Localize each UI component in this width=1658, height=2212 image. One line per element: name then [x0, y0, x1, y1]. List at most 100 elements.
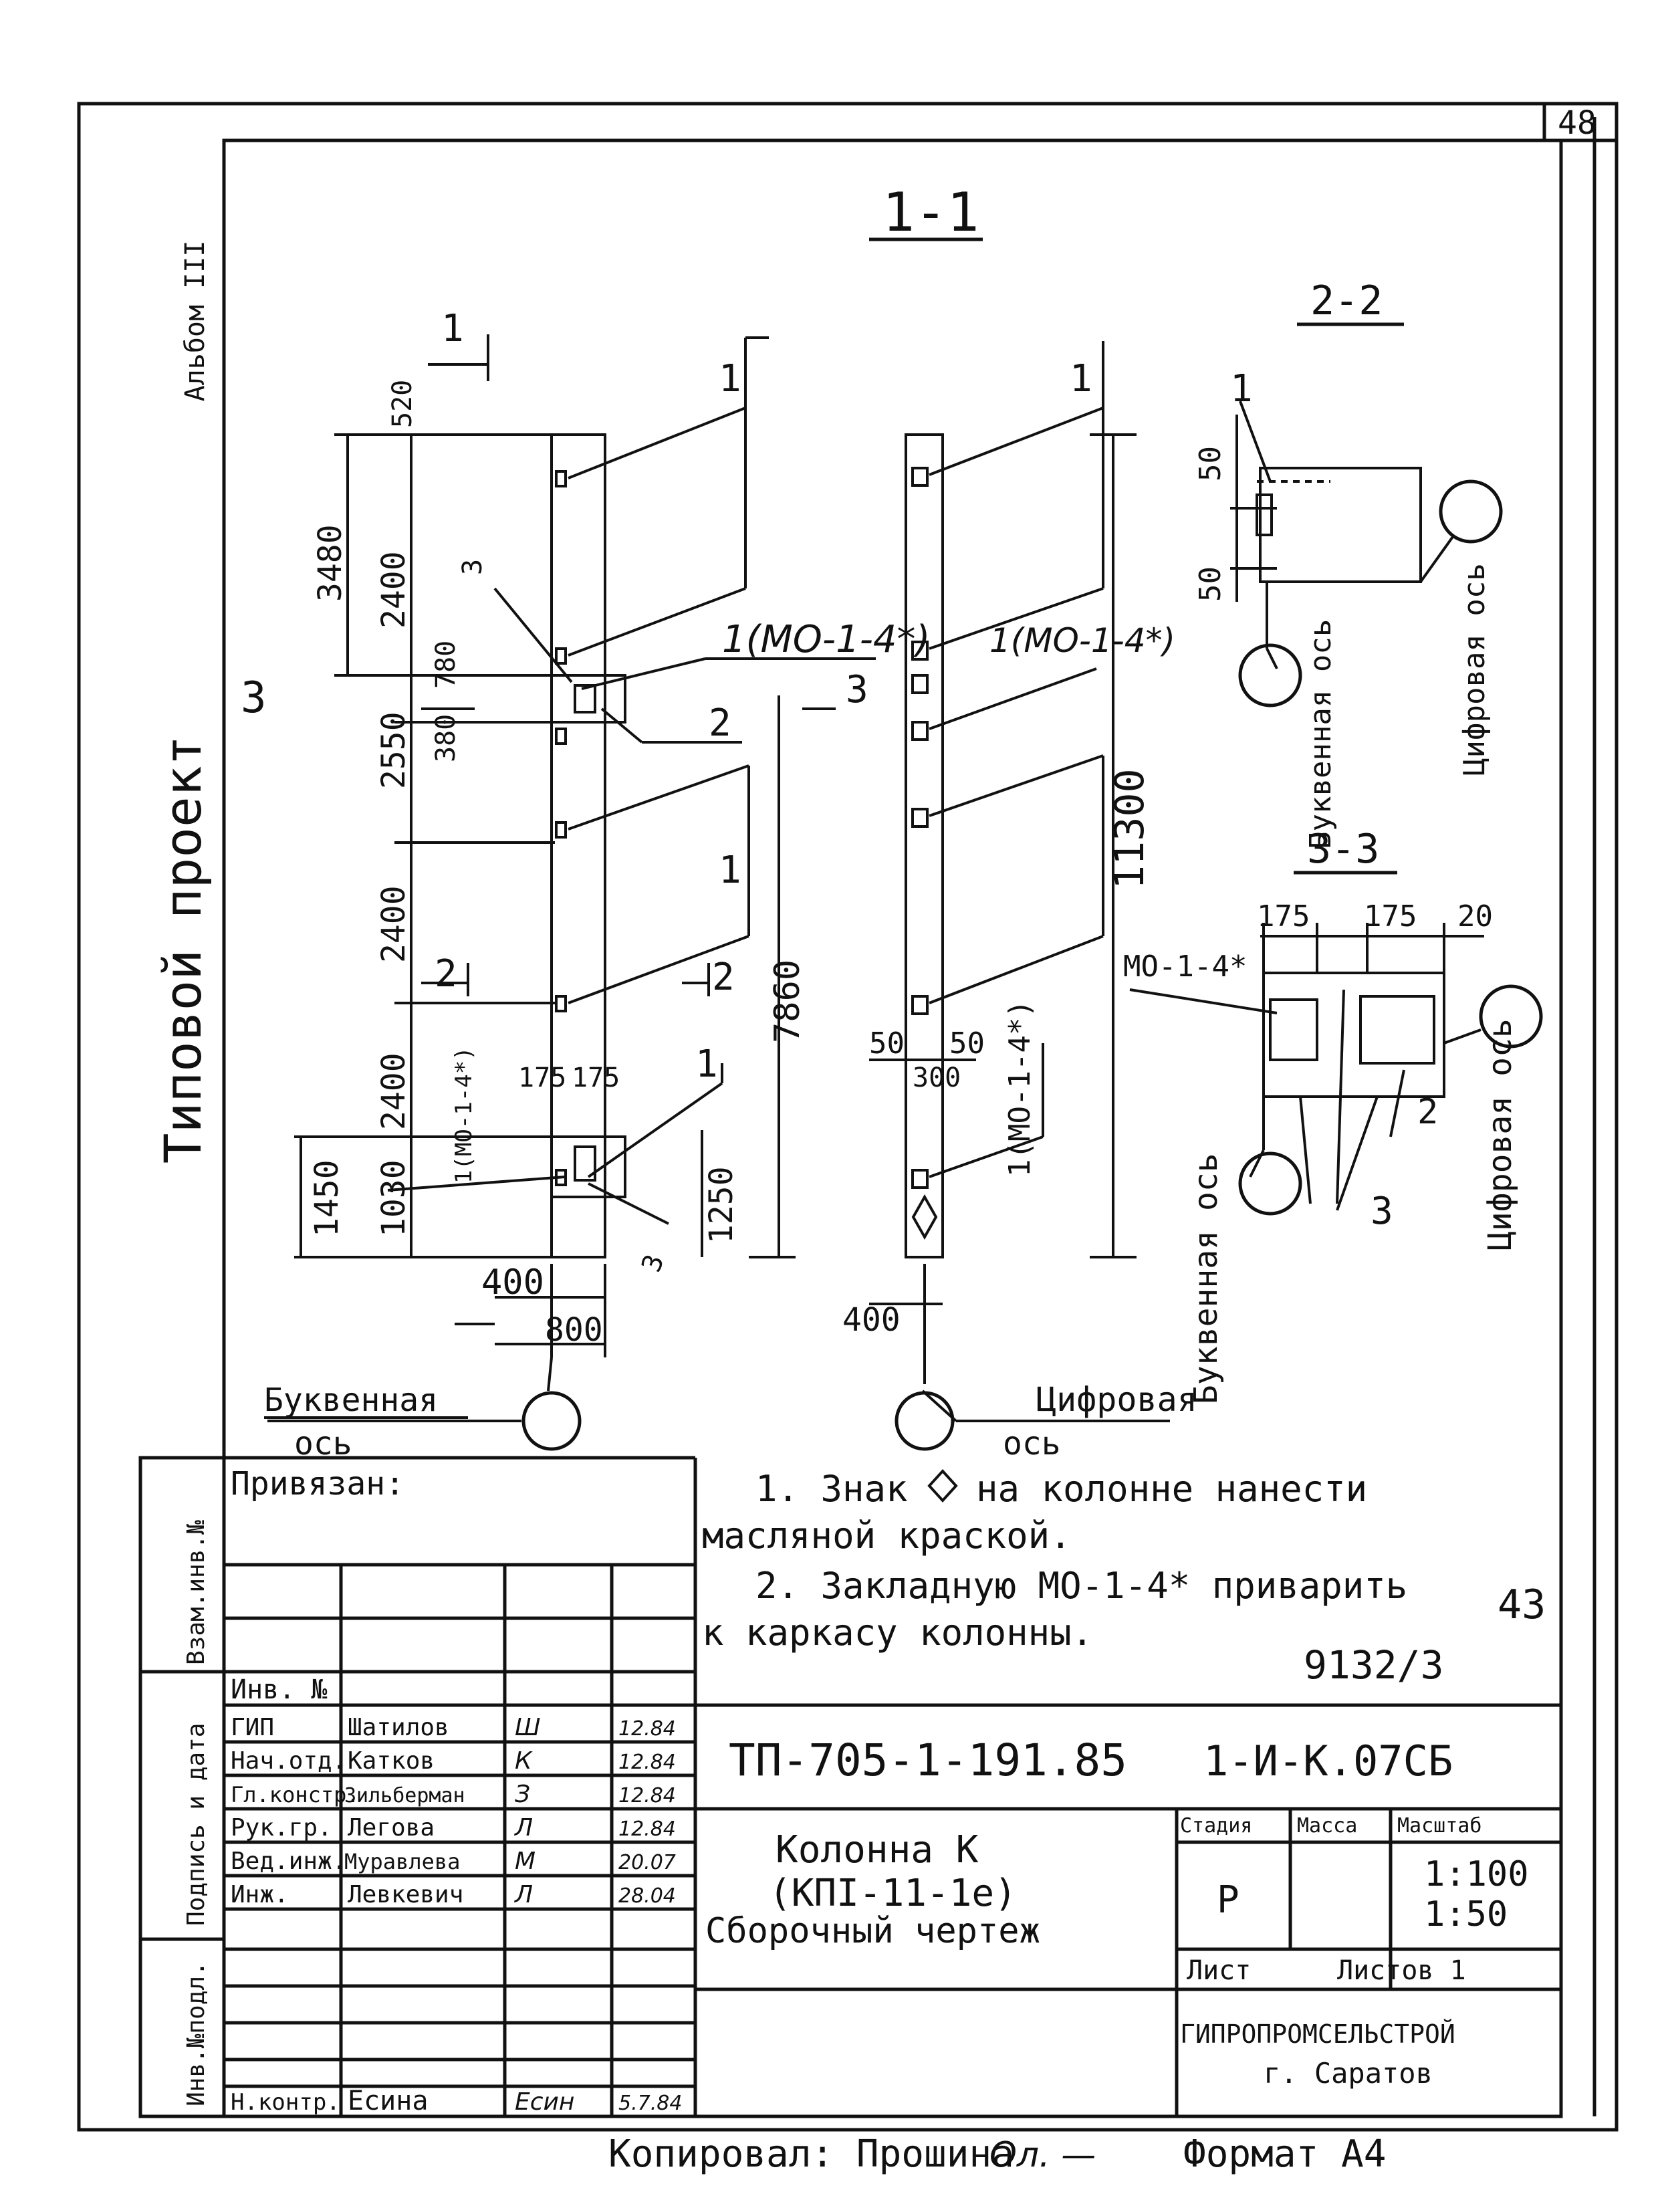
section-3-3-title: 3-3 — [1307, 826, 1379, 873]
side-col-1: Инв.№подл. — [183, 1961, 210, 2106]
name-2: Зильберман — [344, 1784, 465, 1807]
sign-0: Ш — [515, 1714, 541, 1741]
position-2-label: 2 — [709, 701, 731, 745]
note-1-end: на колонне нанести — [976, 1468, 1367, 1510]
side-col-3: Взам.инв.№ — [183, 1520, 210, 1665]
position-3-bottom: 3 — [636, 1250, 670, 1276]
sign-4: М — [515, 1848, 536, 1875]
position-1-middle: 1 — [719, 849, 741, 892]
scale-value-1: 1:100 — [1424, 1854, 1529, 1894]
section-3-3-letter-bubble — [1238, 1151, 1302, 1216]
cut-mark-2-right: 2 — [712, 956, 735, 999]
side-stamp: Альбом III — [180, 241, 211, 402]
dim-780: 780 — [431, 641, 461, 689]
section-3-3-digit-axis: Цифровая ось — [1482, 1018, 1519, 1250]
side-dim-50-b: 50 — [949, 1026, 985, 1061]
letter-axis-bubble-main — [521, 1391, 582, 1451]
section-3-3-letter-axis: Буквенная ось — [1187, 1153, 1225, 1404]
mass-header: Масса — [1297, 1814, 1357, 1838]
copied-sign: Ол. — — [989, 2135, 1096, 2175]
section-3-3-dim-175-a: 175 — [1257, 899, 1310, 933]
side-col-2: Подпись и дата — [183, 1723, 210, 1926]
scale-header: Масштаб — [1397, 1814, 1482, 1838]
note-2-start: 2. Закладную МО-1-4* приварить — [755, 1565, 1407, 1607]
section-2-2-letter-bubble — [1238, 643, 1302, 707]
element-name-1: Колонна К — [776, 1828, 979, 1872]
role-1: Нач.отд. — [231, 1747, 346, 1775]
dim-1030: 1030 — [375, 1159, 412, 1237]
dim-2550: 2550 — [375, 711, 412, 789]
section-2-2-letter-axis: Буквенная ось — [1304, 619, 1338, 849]
scale-value-2: 1:50 — [1424, 1894, 1508, 1934]
dim-1250: 1250 — [703, 1166, 740, 1244]
dim-11300: 11300 — [1106, 768, 1153, 889]
section-2-2-body — [1259, 467, 1422, 583]
digit-axis-label-main: Цифровая — [1036, 1380, 1197, 1419]
date-1: 12.84 — [618, 1751, 676, 1774]
section-3-3-dim-20: 20 — [1457, 899, 1493, 933]
section-2-2-dim-50-top: 50 — [1193, 446, 1227, 481]
side-dim-400: 400 — [842, 1301, 901, 1339]
cut-mark-2-left: 2 — [435, 952, 457, 996]
date-4: 20.07 — [618, 1851, 676, 1874]
section-3-3-dim-175-b: 175 — [1364, 899, 1417, 933]
sheet-label: Лист — [1187, 1955, 1251, 1986]
section-3-3-mark-2: 2 — [1417, 1092, 1438, 1132]
cut-mark-1: 1 — [441, 307, 464, 350]
column-body — [550, 433, 606, 1258]
date-3: 12.84 — [618, 1817, 676, 1841]
cut-mark-3-left: 3 — [241, 673, 267, 723]
section-3-3-mo-label: МО-1-4* — [1123, 950, 1247, 984]
sign-5: Л — [513, 1881, 533, 1908]
outer-frame — [77, 102, 1619, 2132]
sheets-label: Листов 1 — [1337, 1955, 1466, 1986]
position-1-bottom: 1 — [695, 1042, 718, 1086]
mo-label-low: 1(МО-1-4*) — [451, 1046, 477, 1184]
sheet-number: 48 — [1558, 104, 1596, 142]
role-0: ГИП — [231, 1714, 274, 1741]
date-5: 28.04 — [618, 1884, 676, 1908]
section-3-3-mark-3: 3 — [1371, 1190, 1393, 1233]
dim-1450: 1450 — [308, 1159, 346, 1237]
name-0: Шатилов — [348, 1714, 449, 1741]
section-2-2-dim-50-side: 50 — [1193, 566, 1227, 602]
role-3: Рук.гр. — [231, 1814, 332, 1842]
signatures-table: ГИП Шатилов Ш 12.84 Нач.отд. Катков К 12… — [231, 1714, 682, 2116]
sheet-number-box — [1542, 104, 1617, 142]
side-position-1: 1 — [1070, 357, 1092, 401]
drawing-code: 1-И-К.07СБ — [1203, 1737, 1453, 1785]
column-bracket — [550, 1135, 626, 1198]
section-3-3-drawing — [1129, 923, 1484, 1211]
dim-2400-a: 2400 — [375, 551, 412, 629]
inner-frame — [222, 138, 1563, 2118]
name-3: Легова — [348, 1814, 435, 1842]
order-number: 9132/3 — [1304, 1642, 1444, 1688]
role-4: Вед.инж. — [231, 1848, 346, 1875]
digit-axis-label-main-2: ось — [1003, 1425, 1061, 1462]
column-head — [550, 674, 626, 724]
linked-label: Привязан: — [231, 1465, 404, 1503]
project-code: ТП-705-1-191.85 — [729, 1735, 1127, 1786]
name-5: Левкевич — [348, 1881, 463, 1908]
dim-380: 380 — [431, 714, 461, 762]
section-2-2-drawing — [1230, 401, 1455, 669]
inventory-number-label: Инв. № — [231, 1674, 328, 1705]
dim-3480: 3480 — [312, 524, 349, 602]
cut-mark-3-right: 3 — [846, 668, 868, 711]
section-2-2-digit-axis: Цифровая ось — [1457, 563, 1492, 776]
sheet-format: Формат А4 — [1183, 2132, 1386, 2176]
section-2-2-digit-bubble — [1439, 479, 1503, 544]
norm-control-sign: Есин — [515, 2088, 574, 2116]
copied-by: Копировал: Прошина — [608, 2132, 1014, 2176]
title-block-grid — [138, 1456, 1561, 2118]
dim-2400-b: 2400 — [375, 885, 412, 963]
dim-2400-c: 2400 — [375, 1053, 412, 1130]
note-2-cont: к каркасу колонны. — [702, 1612, 1093, 1654]
position-1-top: 1 — [719, 357, 741, 401]
column-elevation — [267, 334, 876, 1422]
column-sign-glyph — [927, 1469, 958, 1503]
section-2-2-mark-1: 1 — [1230, 367, 1253, 411]
section-3-3-digit-bubble — [1479, 984, 1543, 1048]
dim-175-b: 175 — [572, 1063, 620, 1093]
